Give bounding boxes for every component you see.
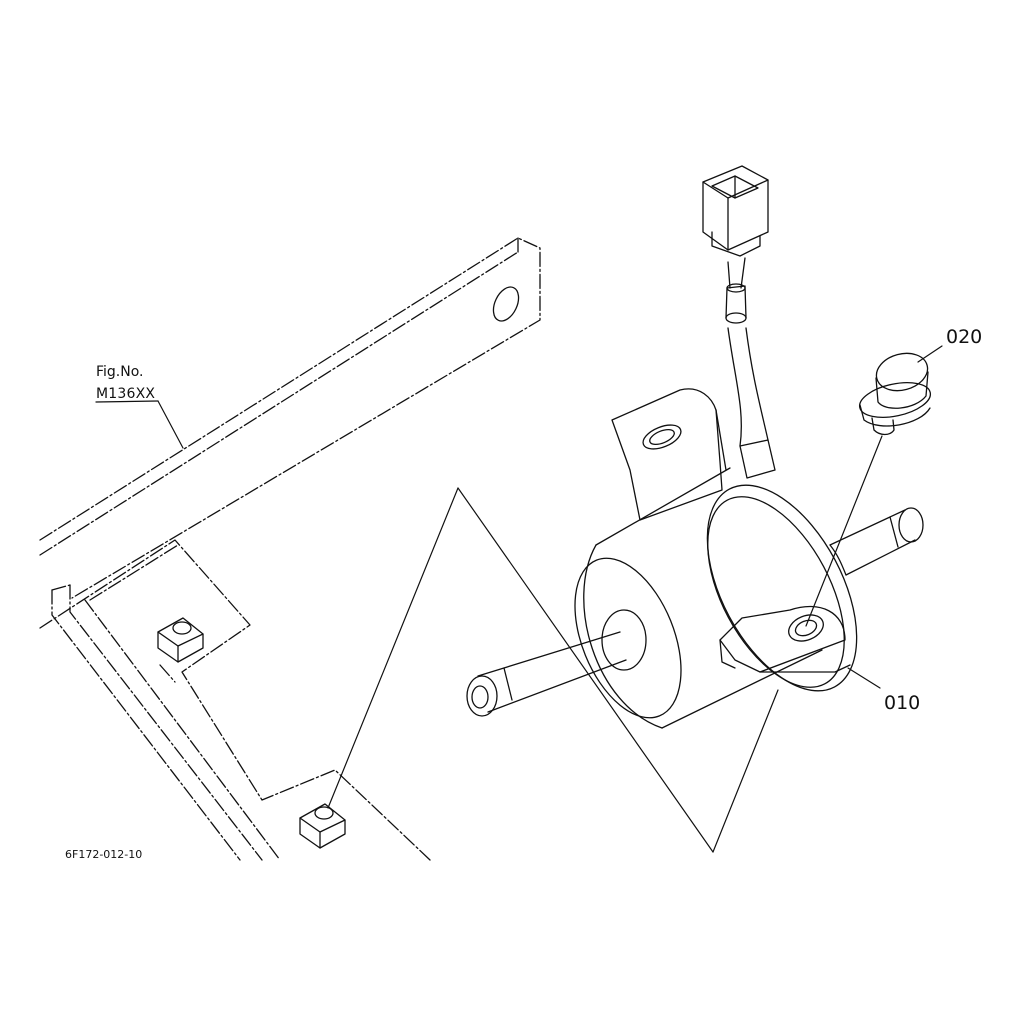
wire-connector [702,165,769,257]
leader-lines [95,345,943,853]
callout-020: 020 [946,326,983,348]
bracket-slot-bottom [788,614,824,642]
callout-010: 010 [884,692,921,714]
figure-number-label: Fig.No. [96,364,144,380]
flange-bolt-020 [858,352,932,436]
mounting-frame-phantom [39,237,541,861]
figure-number-reference: M136XX [96,386,156,402]
frame-mounting-hole [492,286,520,322]
pump-front-face [574,557,682,719]
fuel-pump-010 [466,257,924,729]
weld-nut-upper [157,617,204,663]
bracket-slot-top [642,424,682,450]
weld-nut-lower [299,803,346,849]
drawing-code: 6F172-012-10 [65,848,143,861]
